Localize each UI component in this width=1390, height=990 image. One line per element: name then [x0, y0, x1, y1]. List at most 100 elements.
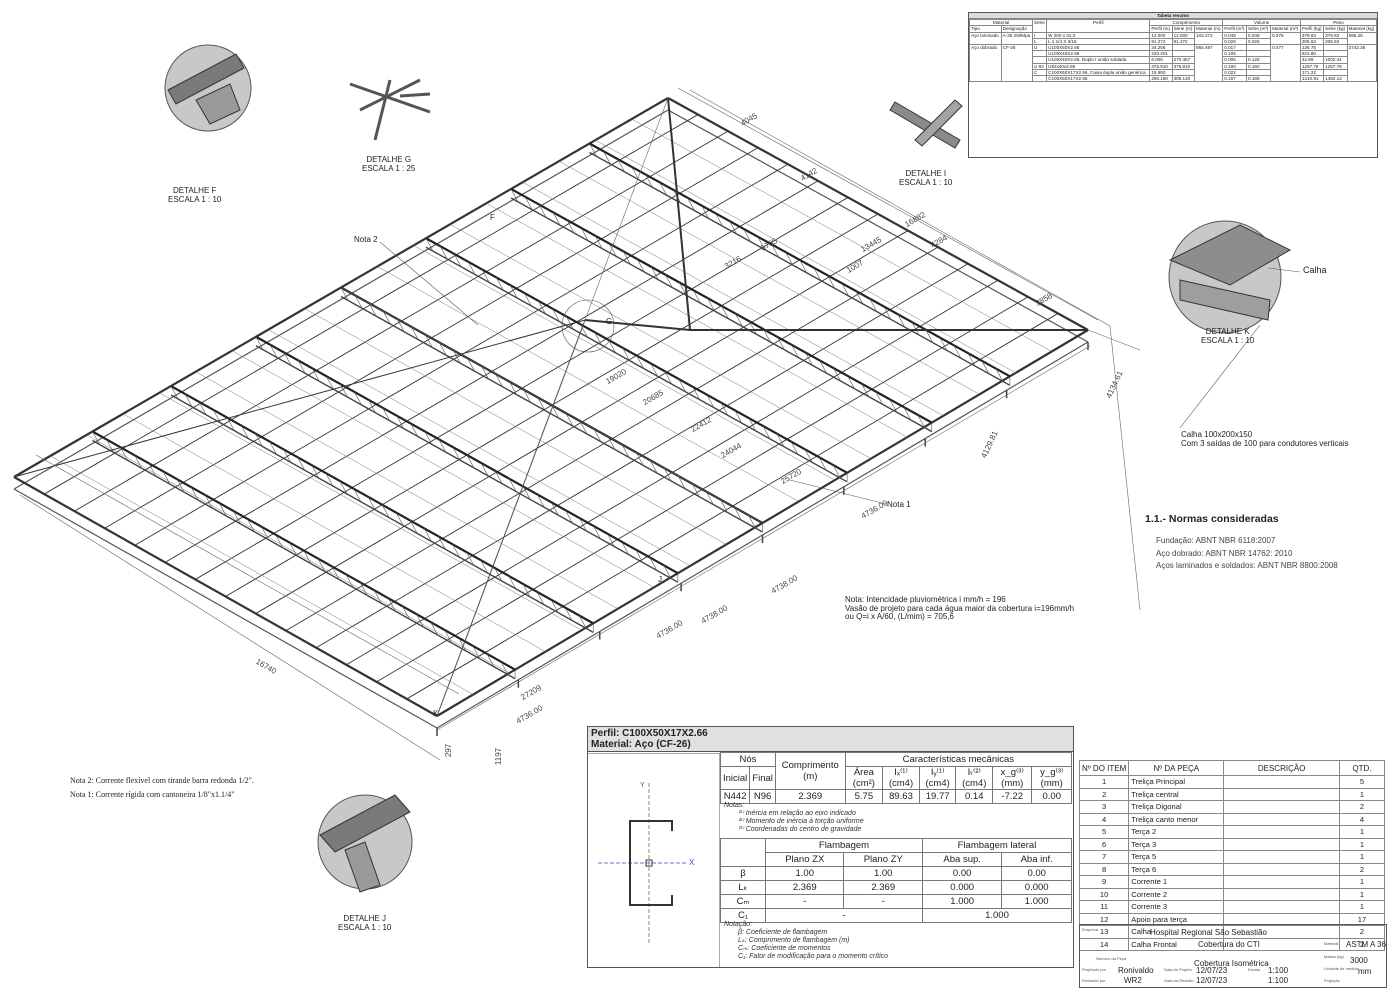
frame-member: [50, 455, 474, 695]
parts-cell: [1223, 787, 1340, 801]
tb-material-label: Material: [1324, 941, 1339, 946]
summary-cell: 1257.78: [1299, 62, 1325, 70]
callout-k: K: [433, 709, 439, 718]
parts-cell: Treliça canto menor: [1128, 812, 1225, 826]
frame-member: [331, 566, 340, 580]
frame-member: [953, 345, 962, 359]
yg-header: y_g⁽³⁾ (mm): [1031, 766, 1072, 790]
frame-member: [819, 360, 827, 374]
frame-member: [204, 494, 213, 509]
frame-member: [269, 344, 278, 358]
parts-cell: 9: [1078, 875, 1130, 889]
comprimento-header: Comprimento (m): [774, 752, 846, 790]
frame-member: [494, 567, 503, 582]
frame-member: [480, 559, 488, 574]
parts-cell: 8: [1078, 862, 1130, 876]
frame-member: [663, 565, 672, 579]
frame-member: [480, 462, 489, 476]
parts-cell: [1223, 800, 1340, 814]
profile-material: Material: Aço (CF-26): [591, 739, 691, 750]
tb-massa: 3000: [1350, 956, 1368, 965]
summary-cell: 1257.78: [1323, 62, 1348, 70]
frame-member: [268, 329, 691, 567]
buckling-cell: 1.00: [764, 866, 845, 881]
parts-cell: 1: [1339, 787, 1385, 801]
frame-member: [649, 557, 658, 571]
summary-cell: [1323, 68, 1348, 77]
frame-member: [607, 436, 616, 450]
frame-member: [524, 196, 533, 210]
tb-escala: 1:100: [1268, 966, 1289, 975]
frame-member: [522, 583, 531, 597]
frame-member: [763, 329, 771, 343]
detail-j-post: [344, 841, 381, 893]
frame-member: [883, 306, 892, 320]
frame-member: [869, 298, 878, 312]
buckling-cell: 0.000: [921, 880, 1003, 895]
frame-member: [466, 454, 475, 469]
parts-cell: [1223, 850, 1340, 864]
summary-cell: 205.63: [1323, 37, 1348, 46]
parts-cell: 4: [1078, 812, 1130, 826]
frame-member: [317, 558, 326, 572]
frame-member: [771, 244, 779, 258]
parts-cell: 1: [1339, 900, 1385, 914]
buckling-cell: -: [764, 894, 845, 909]
frame-member: [665, 274, 673, 288]
detail-f-beam: [167, 53, 245, 105]
summary-h-serie: Série: [1032, 19, 1048, 33]
frame-member: [472, 645, 481, 659]
frame-member: [664, 371, 672, 385]
summary-cell: 955.497: [1194, 44, 1224, 83]
frame-member: [467, 358, 475, 372]
frame-member: [649, 460, 658, 474]
aba-sup-header: Aba sup.: [921, 852, 1003, 867]
frame-member: [667, 109, 1089, 343]
callout-f: F: [490, 213, 495, 222]
frame-member: [692, 386, 701, 400]
frame-member: [120, 447, 128, 461]
parts-cell: [1223, 775, 1340, 789]
parts-cell: 1: [1339, 887, 1385, 901]
summary-cell: [1246, 68, 1272, 77]
frame-member: [578, 615, 587, 629]
frame-member: [607, 533, 615, 547]
summary-cell: 103.272: [1194, 31, 1224, 46]
frame-member: [917, 414, 926, 428]
frame-member: [594, 235, 603, 249]
buckling-cell: Cₘ: [720, 894, 766, 909]
frame-member: [368, 399, 376, 413]
frame-member: [170, 394, 594, 633]
parts-cell: 6: [1078, 837, 1130, 851]
frame-member: [707, 297, 715, 312]
aba-inf-header: Aba inf.: [1001, 852, 1072, 867]
buckling-cell: 0.000: [1001, 880, 1072, 895]
tb-escala-label: Escala: [1248, 967, 1261, 972]
parts-cell: [1223, 887, 1340, 901]
parts-cell: 2: [1339, 937, 1385, 951]
normas-title: 1.1.- Normas consideradas: [1145, 513, 1279, 525]
parts-cell: Terça 3: [1128, 837, 1225, 851]
tb-empresa-label: Empresa: [1082, 927, 1099, 932]
frame-member: [409, 520, 418, 534]
frame-member: [701, 205, 709, 219]
detail-k-truss: [1179, 279, 1271, 321]
parts-cell: Terça 6: [1128, 862, 1225, 876]
frame-member: [481, 365, 489, 380]
frame-member: [458, 637, 467, 652]
ix-value: 89.63: [882, 789, 920, 804]
frame-member: [311, 368, 320, 382]
frame-member: [833, 367, 841, 382]
frame-member: [706, 491, 714, 505]
frame-member: [452, 446, 461, 461]
frame-member: [734, 410, 743, 424]
parts-cell: 1: [1339, 875, 1385, 889]
summary-cell: 0.128: [1246, 56, 1272, 64]
frame-member: [500, 661, 509, 675]
parts-cell: 2: [1339, 800, 1385, 814]
